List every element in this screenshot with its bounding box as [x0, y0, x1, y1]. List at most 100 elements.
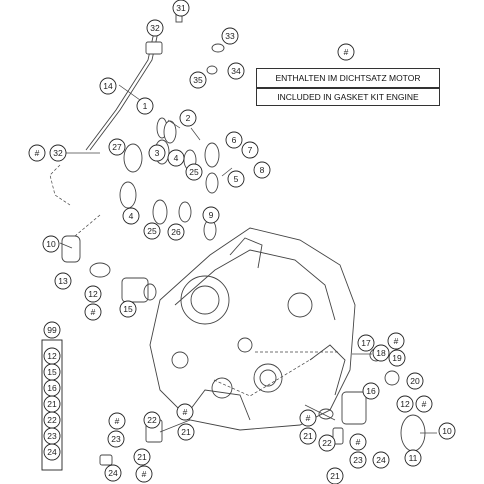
svg-text:15: 15 [47, 367, 57, 377]
part-label-2: 2 [179, 109, 197, 127]
svg-text:#: # [356, 437, 361, 447]
hash-marker-6: # [108, 412, 126, 430]
part-label-19: 19 [388, 349, 406, 367]
part-label-24a: 24 [104, 464, 122, 482]
part-label-33: 33 [221, 27, 239, 45]
hash-marker-7: # [176, 403, 194, 421]
part-label-10a: 10 [42, 235, 60, 253]
svg-text:99: 99 [47, 325, 57, 335]
svg-text:17: 17 [361, 338, 371, 348]
svg-text:15: 15 [123, 304, 133, 314]
hash-marker-9: # [349, 433, 367, 451]
part-label-8: 8 [253, 161, 271, 179]
part-label-11: 11 [404, 449, 422, 467]
svg-text:9: 9 [209, 210, 214, 220]
part-label-3: 3 [148, 144, 166, 162]
kit-label-99: 99 [43, 321, 61, 339]
part-label-21a: 21 [177, 423, 195, 441]
part-label-5: 5 [227, 170, 245, 188]
svg-text:8: 8 [260, 165, 265, 175]
part-label-26: 26 [167, 223, 185, 241]
part-label-14: 14 [99, 77, 117, 95]
hash-marker-1: # [337, 43, 355, 61]
svg-text:22: 22 [47, 415, 57, 425]
svg-text:24: 24 [376, 455, 386, 465]
svg-text:26: 26 [171, 227, 181, 237]
kit-item-15: 15 [43, 363, 61, 381]
kit-item-12: 12 [43, 347, 61, 365]
svg-text:31: 31 [176, 3, 186, 13]
svg-text:20: 20 [410, 376, 420, 386]
svg-text:16: 16 [47, 383, 57, 393]
svg-text:#: # [91, 307, 96, 317]
svg-text:12: 12 [400, 399, 410, 409]
svg-text:19: 19 [392, 353, 402, 363]
leader-lines [49, 84, 437, 434]
part-label-21c: 21 [299, 427, 317, 445]
svg-text:12: 12 [88, 289, 98, 299]
svg-text:23: 23 [353, 455, 363, 465]
part-label-32a: 32 [146, 19, 164, 37]
svg-text:3: 3 [155, 148, 160, 158]
svg-text:4: 4 [129, 211, 134, 221]
kit-legend [41, 339, 63, 471]
svg-text:13: 13 [58, 276, 68, 286]
part-label-25b: 25 [143, 222, 161, 240]
svg-text:#: # [183, 407, 188, 417]
part-label-18: 18 [372, 344, 390, 362]
svg-text:21: 21 [137, 452, 147, 462]
svg-text:34: 34 [231, 66, 241, 76]
svg-text:21: 21 [330, 471, 340, 481]
hash-marker-5: # [415, 395, 433, 413]
part-label-22b: 22 [318, 434, 336, 452]
svg-text:16: 16 [366, 386, 376, 396]
part-label-6: 6 [225, 131, 243, 149]
part-label-34: 34 [227, 62, 245, 80]
part-label-23a: 23 [107, 430, 125, 448]
svg-text:#: # [422, 399, 427, 409]
part-label-10b: 10 [438, 422, 456, 440]
hash-marker-4: # [84, 303, 102, 321]
svg-text:#: # [35, 148, 40, 158]
kit-item-16: 16 [43, 379, 61, 397]
part-label-24b: 24 [372, 451, 390, 469]
part-label-21d: 21 [326, 467, 344, 484]
hash-marker-10: # [135, 465, 153, 483]
part-label-23b: 23 [349, 451, 367, 469]
part-label-15: 15 [119, 300, 137, 318]
engine-case [149, 227, 356, 431]
svg-text:#: # [115, 416, 120, 426]
svg-text:14: 14 [103, 81, 113, 91]
svg-text:#: # [394, 336, 399, 346]
svg-text:#: # [142, 469, 147, 479]
part-label-16: 16 [362, 382, 380, 400]
part-label-12b: 12 [396, 395, 414, 413]
part-label-1: 1 [136, 97, 154, 115]
part-label-13: 13 [54, 272, 72, 290]
part-label-35: 35 [189, 71, 207, 89]
part-label-9: 9 [202, 206, 220, 224]
part-label-4b: 4 [122, 207, 140, 225]
kit-item-21: 21 [43, 395, 61, 413]
svg-text:32: 32 [53, 148, 63, 158]
part-label-12a: 12 [84, 285, 102, 303]
svg-text:35: 35 [193, 75, 203, 85]
svg-text:25: 25 [189, 167, 199, 177]
callout-german: ENTHALTEN IM DICHTSATZ MOTOR [256, 68, 440, 88]
svg-text:25: 25 [147, 226, 157, 236]
svg-text:21: 21 [181, 427, 191, 437]
svg-text:#: # [344, 47, 349, 57]
part-label-21b: 21 [133, 448, 151, 466]
kit-item-24: 24 [43, 443, 61, 461]
svg-text:22: 22 [147, 415, 157, 425]
part-label-20: 20 [406, 372, 424, 390]
svg-text:21: 21 [303, 431, 313, 441]
hash-marker-3: # [387, 332, 405, 350]
svg-text:23: 23 [47, 431, 57, 441]
kit-item-22: 22 [43, 411, 61, 429]
svg-text:5: 5 [234, 174, 239, 184]
kit-item-23: 23 [43, 427, 61, 445]
svg-text:7: 7 [248, 145, 253, 155]
